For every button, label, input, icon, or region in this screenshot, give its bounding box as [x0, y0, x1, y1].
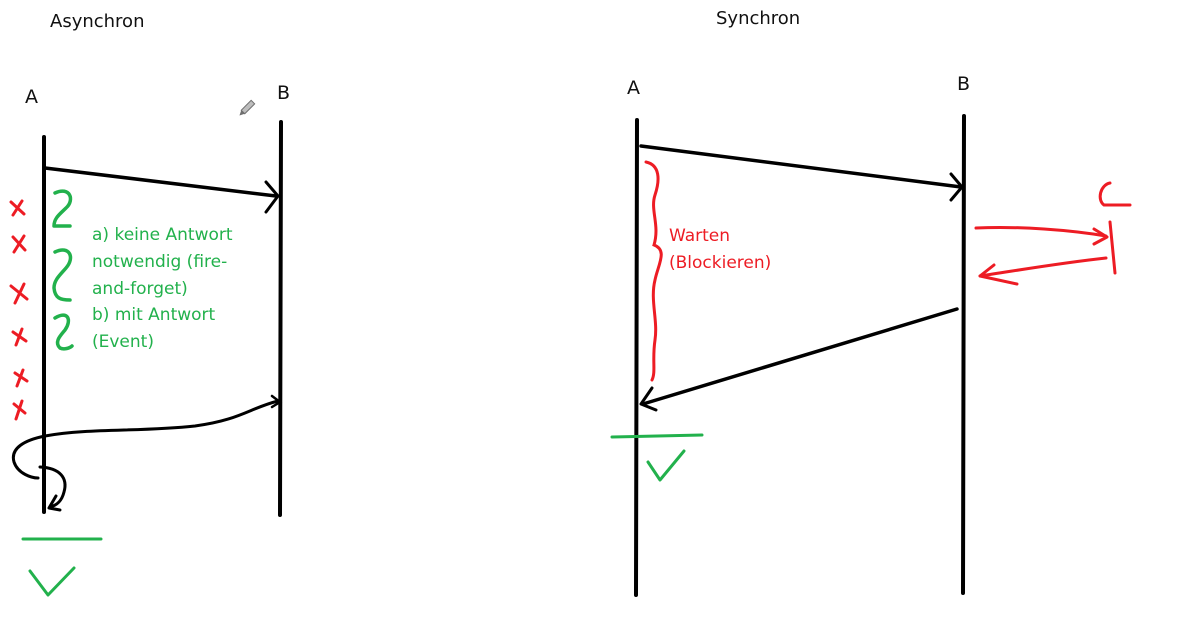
sync-lifeline-a	[634, 118, 639, 597]
async-note: a) keine Antwort notwendig (fire- and-fo…	[92, 225, 233, 352]
sync-wait-note: Warten (Blockieren)	[669, 226, 771, 273]
sync-wait-label: Warten	[669, 226, 730, 246]
async-note-line-4: b) mit Antwort	[92, 305, 216, 325]
cross-mark-4	[11, 327, 28, 347]
sync-response-arrow	[641, 307, 959, 406]
async-note-line-3: and-forget)	[92, 279, 188, 299]
async-note-line-2: notwendig (fire-	[92, 252, 227, 272]
async-actor-a-label: A	[25, 86, 38, 108]
sync-actor-c	[974, 181, 1132, 286]
async-lifeline-b	[278, 120, 283, 517]
sync-lifeline-b	[961, 114, 966, 595]
sync-check-icon	[646, 449, 686, 482]
sync-return-c-arrow	[978, 256, 1108, 278]
sync-diagram: Synchron A B Warten (Blockieren)	[610, 8, 1132, 597]
cross-mark-5	[13, 368, 29, 388]
async-check-icon	[28, 566, 76, 597]
sync-wait-brace	[644, 160, 663, 382]
async-actor-b-label: B	[277, 82, 290, 104]
sync-return-c-arrowhead	[978, 263, 1019, 286]
sync-call-c-arrowhead	[1092, 227, 1109, 246]
sync-lifeline-c	[1108, 220, 1117, 275]
async-callback-arrowhead	[47, 494, 62, 512]
async-note-line-1: a) keine Antwort	[92, 225, 233, 245]
sync-actor-b-label: B	[957, 73, 970, 95]
sync-done-line	[610, 433, 704, 439]
async-note-line-5: (Event)	[92, 332, 154, 352]
sync-request-arrowhead	[949, 172, 964, 202]
sync-response-arrowhead	[639, 386, 658, 412]
cross-mark-6	[12, 399, 27, 421]
cross-mark-1	[9, 199, 26, 217]
async-request-arrowhead	[264, 180, 280, 214]
sync-title: Synchron	[716, 8, 800, 29]
sync-block-label: (Blockieren)	[669, 253, 771, 273]
sync-call-c-arrow	[974, 225, 1108, 238]
sync-actor-c-label	[1098, 181, 1132, 207]
async-callback-tail	[38, 465, 67, 509]
async-activity-squiggles	[52, 189, 74, 351]
async-callback-arrow	[11, 399, 280, 480]
async-title: Asynchron	[50, 11, 144, 32]
cross-mark-2	[11, 234, 27, 254]
pencil-icon	[239, 99, 256, 116]
cross-mark-3	[9, 282, 29, 305]
async-cross-marks	[9, 199, 29, 421]
sync-actor-a-label: A	[627, 77, 640, 99]
async-diagram: Asynchron A B a) keine Antwort notwendig…	[9, 11, 290, 597]
async-b-arrowhead	[270, 394, 283, 409]
async-request-arrow	[43, 166, 278, 198]
sync-request-arrow	[639, 144, 963, 189]
